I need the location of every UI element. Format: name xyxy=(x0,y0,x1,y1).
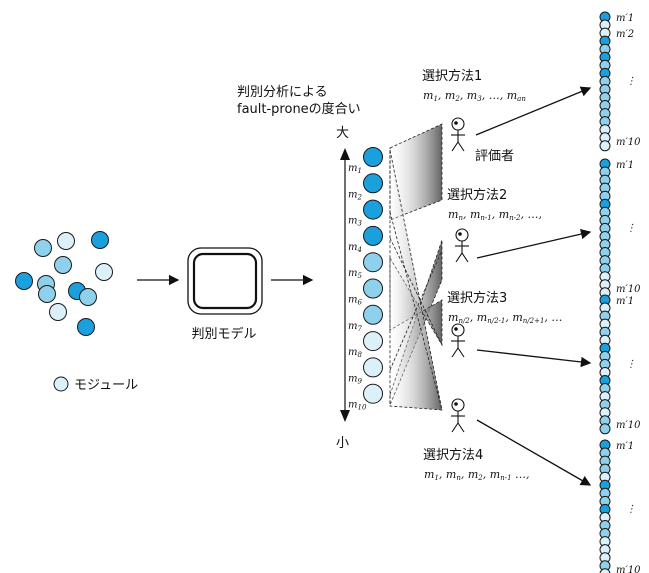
ranked-module-5 xyxy=(363,252,383,273)
output-column-3: m′1 ⋮ m′10 xyxy=(599,294,641,435)
input-module-10 xyxy=(49,303,67,321)
evaluator-figure-4 xyxy=(451,398,465,433)
axis-arrow-up xyxy=(340,148,350,160)
axis-arrow-down xyxy=(340,410,350,422)
beam-method-4 xyxy=(389,149,443,411)
ranked-module-2 xyxy=(363,173,383,194)
output-module-3-17 xyxy=(599,423,611,435)
output-top-label-4: m′1 xyxy=(616,441,634,452)
discriminant-model-box xyxy=(187,247,263,315)
input-module-3 xyxy=(91,231,109,249)
output-dots-3: ⋮ xyxy=(626,359,636,370)
output-bottom-label-2: m′10 xyxy=(616,284,641,295)
selection-beams xyxy=(389,123,443,411)
ranked-module-8 xyxy=(363,331,383,352)
ranked-module-label-3: m3 xyxy=(348,216,362,228)
evaluator-figure-1 xyxy=(451,117,465,152)
ranked-module-label-10: m10 xyxy=(348,400,367,412)
output-dots-2: ⋮ xyxy=(626,223,636,234)
output-module-4-17 xyxy=(599,568,611,573)
ranked-module-1 xyxy=(363,147,383,167)
ranked-module-label-7: m7 xyxy=(348,321,362,333)
evaluator-figure-3 xyxy=(451,323,465,358)
ranked-module-label-1: m1 xyxy=(348,163,362,175)
method-2: 選択方法2 mn, mn-1, mn-2, …, xyxy=(447,187,542,222)
output-column-4: m′1 ⋮ m′10 xyxy=(599,439,641,573)
method-4: 選択方法4 m1, mn, m2, mn-1 …, xyxy=(423,447,530,482)
model-label: 判別モデル xyxy=(191,326,256,342)
method-1: 選択方法1 m1, m2, m3, …, man xyxy=(422,68,526,103)
input-module-11 xyxy=(38,285,56,303)
evaluator-figure-2 xyxy=(455,228,469,263)
method-2-title: 選択方法2 xyxy=(447,187,507,203)
output-bottom-label-1: m′10 xyxy=(616,137,641,148)
output-columns: m′1m′2⋮m′10m′1⋮m′10m′1⋮m′10m′1⋮m′10 xyxy=(599,11,641,573)
input-module-6 xyxy=(95,263,113,281)
fault-prone-label-line2: fault-proneの度合い xyxy=(237,101,361,117)
output-column-1: m′1 m′2 ⋮ m′10 xyxy=(599,11,641,152)
ranked-module-label-6: m6 xyxy=(348,295,362,307)
ranked-module-label-9: m9 xyxy=(348,373,362,385)
ranked-module-label-4: m4 xyxy=(348,242,362,254)
arrow-method-1 xyxy=(475,86,592,136)
arrow-method-3 xyxy=(476,349,592,368)
ranked-module-label-8: m8 xyxy=(348,347,362,359)
input-module-2 xyxy=(57,232,75,250)
output-bottom-label-3: m′10 xyxy=(616,420,641,431)
input-module-5 xyxy=(54,256,72,274)
ranked-module-6 xyxy=(363,278,383,299)
method-1-title: 選択方法1 xyxy=(422,68,482,84)
ranked-module-column: m1 m2 m3 m4 m5 m6 m7 m8 m9 m10 xyxy=(348,147,383,412)
ranked-module-10 xyxy=(363,383,383,404)
output-column-2: m′1 ⋮ m′10 xyxy=(599,158,641,299)
output-top-label-2: m′1 xyxy=(616,160,634,171)
ranked-module-label-5: m5 xyxy=(348,268,362,280)
axis-small-label: 小 xyxy=(336,436,349,451)
legend-module-circle xyxy=(53,376,69,392)
input-module-1 xyxy=(34,239,52,257)
output-dots-4: ⋮ xyxy=(626,504,636,515)
output-bottom-label-4: m′10 xyxy=(616,565,641,573)
fault-prone-label-line1: 判別分析による xyxy=(237,85,328,100)
output-second-label-1: m′2 xyxy=(616,29,634,40)
input-module-cluster xyxy=(15,231,113,336)
method-1-sequence: m1, m2, m3, …, man xyxy=(423,89,526,103)
ranked-module-4 xyxy=(363,225,383,246)
arrow-method-2 xyxy=(476,228,592,259)
ranked-module-3 xyxy=(363,199,383,220)
arrow-method-4 xyxy=(476,419,592,486)
method-4-title: 選択方法4 xyxy=(423,447,483,463)
method-4-sequence: m1, mn, m2, mn-1 …, xyxy=(424,468,530,482)
evaluators xyxy=(451,117,469,433)
output-dots-1: ⋮ xyxy=(626,76,636,87)
input-module-9 xyxy=(79,288,97,306)
method-2-sequence: mn, mn-1, mn-2, …, xyxy=(448,208,542,222)
input-module-12 xyxy=(77,318,95,336)
evaluator-label: 評価者 xyxy=(475,149,514,164)
method-3: 選択方法3 mn/2, mn/2-1, mn/2+1, … xyxy=(447,290,562,325)
method-3-sequence: mn/2, mn/2-1, mn/2+1, … xyxy=(448,311,562,325)
module-legend-label: モジュール xyxy=(74,378,138,393)
output-module-1-17 xyxy=(599,140,611,152)
method-3-title: 選択方法3 xyxy=(447,290,507,306)
ranked-module-7 xyxy=(363,304,383,325)
axis-large-label: 大 xyxy=(336,126,349,141)
output-top-label-1: m′1 xyxy=(616,13,634,24)
input-module-4 xyxy=(15,272,33,290)
output-top-label-3: m′1 xyxy=(616,296,634,307)
ranked-module-label-2: m2 xyxy=(348,189,362,201)
ranked-module-9 xyxy=(363,357,383,378)
